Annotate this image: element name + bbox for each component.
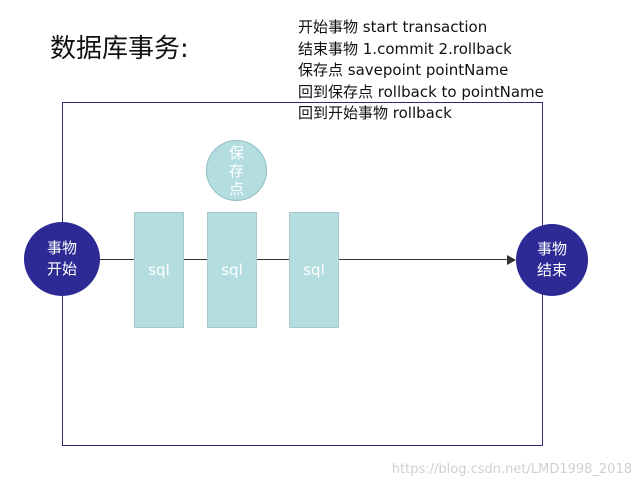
start-transaction-node: 事物开始 bbox=[24, 222, 100, 296]
note-start-transaction: 开始事物 start transaction bbox=[298, 18, 488, 36]
note-rollback-to-start: 回到开始事物 rollback bbox=[298, 104, 452, 122]
savepoint-node: 保存点 bbox=[206, 140, 267, 201]
sql-block-2: sql bbox=[207, 212, 257, 328]
start-transaction-label: 事物开始 bbox=[46, 239, 77, 278]
page-title: 数据库事务: bbox=[50, 34, 189, 64]
sql-block-3: sql bbox=[289, 212, 339, 328]
end-transaction-label: 事物结束 bbox=[536, 240, 567, 279]
savepoint-label: 保存点 bbox=[228, 143, 244, 198]
note-savepoint: 保存点 savepoint pointName bbox=[298, 61, 509, 79]
flow-arrow-head bbox=[507, 255, 516, 265]
watermark: https://blog.csdn.net/LMD1998_2018 bbox=[391, 462, 632, 477]
note-end-transaction: 结束事物 1.commit 2.rollback bbox=[298, 39, 512, 58]
sql-block-1: sql bbox=[134, 212, 184, 328]
note-rollback-to-savepoint: 回到保存点 rollback to pointName bbox=[298, 82, 544, 101]
notes-list: 开始事物 start transaction 结束事物 1.commit 2.r… bbox=[298, 17, 544, 125]
end-transaction-node: 事物结束 bbox=[516, 224, 588, 296]
